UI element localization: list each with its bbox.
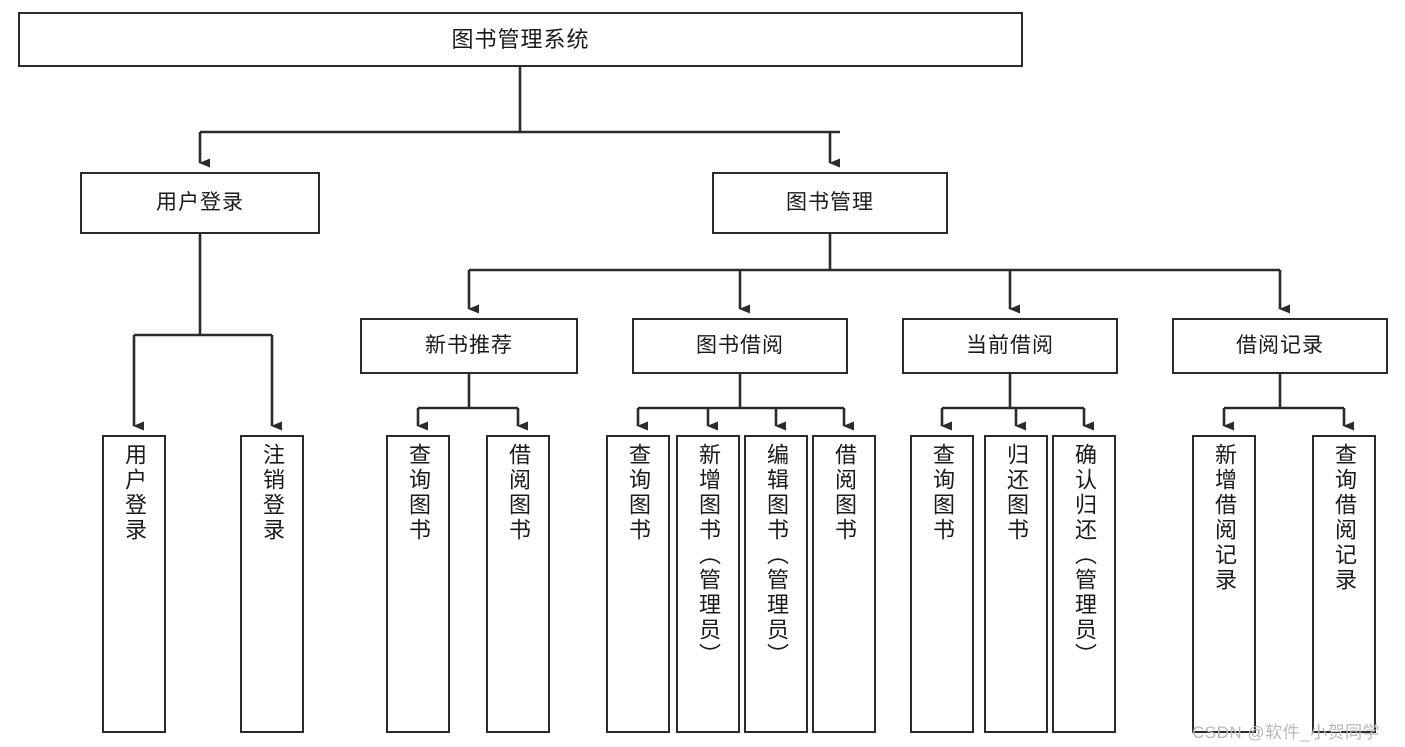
node-user-login-label: 用户登录 — [156, 190, 244, 214]
node-current-borrow[interactable]: 当前借阅 — [902, 318, 1118, 374]
leaf-lend-book-label: 借阅图书 — [832, 443, 857, 543]
node-new-book-recommend[interactable]: 新书推荐 — [360, 318, 578, 374]
leaf-return-book-label: 归还图书 — [1004, 443, 1029, 543]
leaf-borrow-book-newbook-label: 借阅图书 — [506, 443, 531, 543]
leaf-confirm-return-admin-label: 确认归还（管理员） — [1072, 443, 1097, 668]
leaf-query-borrow-record-label: 查询借阅记录 — [1332, 443, 1357, 593]
leaf-add-borrow-record-label: 新增借阅记录 — [1212, 443, 1237, 593]
leaf-confirm-return-admin[interactable]: 确认归还（管理员） — [1052, 435, 1116, 733]
leaf-edit-book-admin-label: 编辑图书（管理员） — [764, 443, 789, 668]
node-root-label: 图书管理系统 — [451, 26, 590, 52]
node-borrow-records-label: 借阅记录 — [1236, 333, 1324, 357]
node-book-borrow[interactable]: 图书借阅 — [632, 318, 848, 374]
leaf-user-login[interactable]: 用户登录 — [102, 435, 166, 733]
leaf-query-book-newbook-label: 查询图书 — [406, 443, 431, 543]
leaf-return-book[interactable]: 归还图书 — [984, 435, 1048, 733]
leaf-query-book-borrow[interactable]: 查询图书 — [606, 435, 670, 733]
leaf-query-book-current[interactable]: 查询图书 — [910, 435, 974, 733]
leaf-edit-book-admin[interactable]: 编辑图书（管理员） — [744, 435, 808, 733]
watermark-text: CSDN @软件_小贺同学 — [1192, 723, 1381, 742]
leaf-borrow-book-newbook[interactable]: 借阅图书 — [486, 435, 550, 733]
node-borrow-records[interactable]: 借阅记录 — [1172, 318, 1388, 374]
leaf-logout-label: 注销登录 — [260, 443, 285, 543]
node-book-management-label: 图书管理 — [786, 190, 874, 214]
node-book-management[interactable]: 图书管理 — [712, 172, 948, 234]
node-book-borrow-label: 图书借阅 — [696, 333, 784, 357]
leaf-add-book-admin[interactable]: 新增图书（管理员） — [676, 435, 740, 733]
leaf-query-borrow-record[interactable]: 查询借阅记录 — [1312, 435, 1376, 733]
node-user-login[interactable]: 用户登录 — [80, 172, 320, 234]
leaf-query-book-newbook[interactable]: 查询图书 — [386, 435, 450, 733]
leaf-add-borrow-record[interactable]: 新增借阅记录 — [1192, 435, 1256, 733]
leaf-query-book-borrow-label: 查询图书 — [626, 443, 651, 543]
node-current-borrow-label: 当前借阅 — [966, 333, 1054, 357]
node-root[interactable]: 图书管理系统 — [18, 12, 1023, 67]
leaf-lend-book[interactable]: 借阅图书 — [812, 435, 876, 733]
leaf-user-login-label: 用户登录 — [122, 443, 147, 543]
leaf-add-book-admin-label: 新增图书（管理员） — [696, 443, 721, 668]
leaf-logout[interactable]: 注销登录 — [240, 435, 304, 733]
node-new-book-recommend-label: 新书推荐 — [425, 333, 513, 357]
leaf-query-book-current-label: 查询图书 — [930, 443, 955, 543]
